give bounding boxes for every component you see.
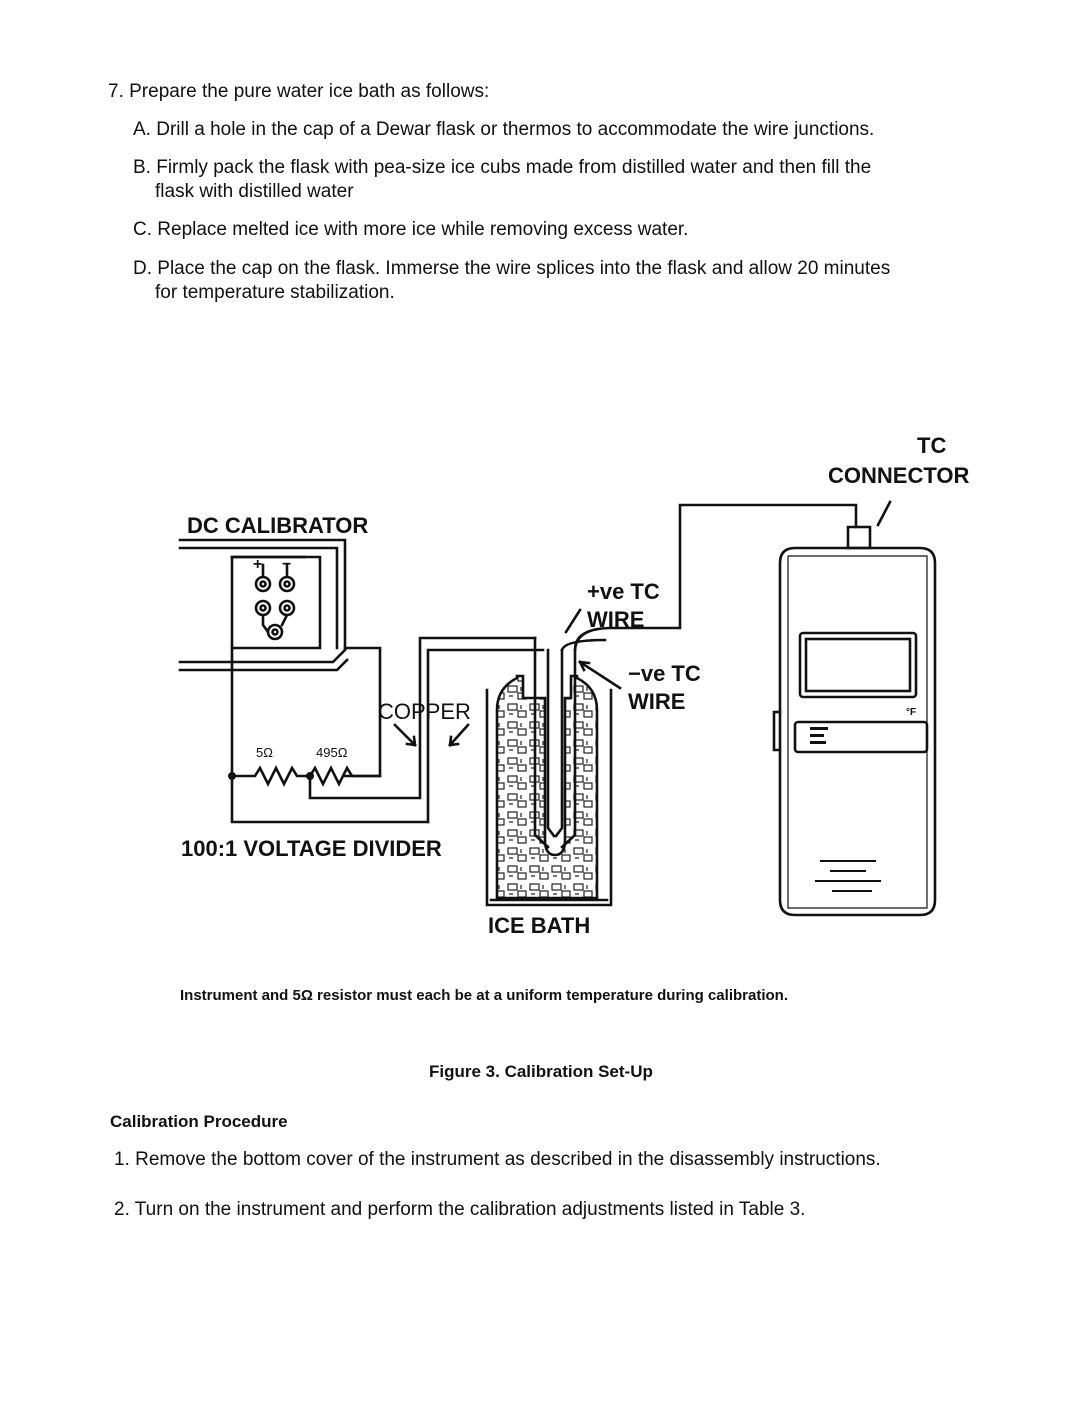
procedure-step-1: 1. Remove the bottom cover of the instru… — [114, 1149, 881, 1170]
step-7-intro: 7. Prepare the pure water ice bath as fo… — [108, 81, 490, 102]
wire-calibrator-negative — [230, 646, 430, 824]
step-7-d-line2: for temperature stabilization. — [155, 282, 395, 303]
procedure-step-2: 2. Turn on the instrument and perform th… — [114, 1199, 806, 1220]
step-7-b-line1: B. Firmly pack the flask with pea-size i… — [133, 157, 872, 178]
positive-tc-label: +ve TC — [587, 579, 660, 604]
fahrenheit-label: °F — [906, 707, 917, 718]
copper-wire-2 — [426, 648, 545, 824]
positive-tc-wire-label: WIRE — [587, 607, 645, 632]
ice-bath-flask — [485, 674, 613, 907]
step-7-c: C. Replace melted ice with more ice whil… — [133, 219, 689, 240]
resistor-5-label: 5Ω — [256, 745, 273, 760]
thermometer-instrument — [772, 525, 937, 917]
connector-arrow — [876, 500, 892, 527]
voltage-divider-label: 100:1 VOLTAGE DIVIDER — [181, 836, 442, 861]
plus-tc-arrow — [564, 608, 582, 634]
connector-label: CONNECTOR — [828, 463, 970, 488]
resistor-495-label: 495Ω — [316, 745, 348, 760]
copper-label: COPPER — [378, 699, 471, 724]
wire-calibrator-positive — [343, 646, 382, 778]
tc-label: TC — [917, 433, 947, 458]
copper-wire-1 — [308, 636, 537, 800]
calibrator-terminals — [254, 563, 296, 641]
instrument-label-marks — [810, 727, 881, 892]
positive-tc-wire — [573, 503, 858, 652]
negative-tc-wire-label: WIRE — [628, 689, 686, 714]
minus-terminal-label: − — [282, 556, 292, 573]
step-7-d-line1: D. Place the cap on the flask. Immerse t… — [133, 258, 891, 279]
figure-note: Instrument and 5Ω resistor must each be … — [180, 987, 788, 1004]
negative-tc-wire — [560, 638, 607, 652]
dc-calibrator-label: DC CALIBRATOR — [187, 513, 369, 538]
resistor-chain — [230, 765, 382, 787]
plus-terminal-label: + — [253, 556, 263, 573]
copper-arrow-1 — [393, 723, 417, 747]
figure-caption: Figure 3. Calibration Set-Up — [429, 1062, 653, 1081]
minus-tc-arrow — [578, 660, 622, 690]
step-7-b-line2: flask with distilled water — [155, 181, 354, 202]
negative-tc-label: −ve TC — [628, 661, 701, 686]
ice-bath-label: ICE BATH — [488, 913, 591, 938]
procedure-heading: Calibration Procedure — [110, 1112, 288, 1131]
step-7-a: A. Drill a hole in the cap of a Dewar fl… — [133, 119, 875, 140]
tc-wire-left — [533, 636, 550, 849]
copper-arrow-2 — [448, 723, 470, 747]
